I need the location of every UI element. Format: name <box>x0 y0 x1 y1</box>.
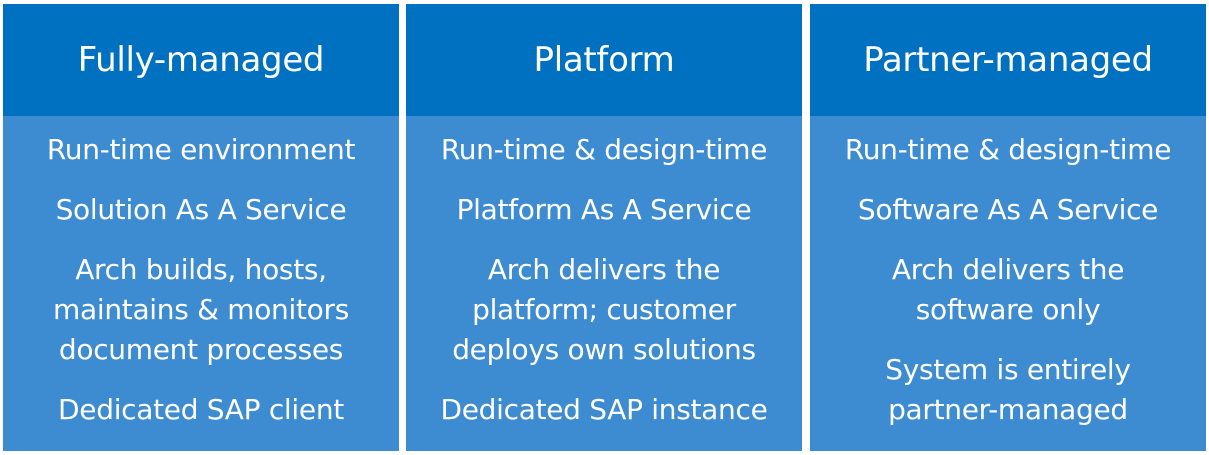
item-sap: Dedicated SAP client <box>58 390 344 430</box>
column-fully-managed: Fully-managed Run-time environment Solut… <box>3 4 399 451</box>
item-line: maintains & monitors <box>53 293 349 326</box>
column-title: Platform <box>406 4 802 116</box>
item-line: deploys own solutions <box>452 333 756 366</box>
column-title: Partner-managed <box>810 4 1206 116</box>
item-line: Run-time & design-time <box>440 133 768 166</box>
item-line: Dedicated SAP client <box>58 393 344 426</box>
item-line: Platform As A Service <box>456 193 752 226</box>
item-line: System is entirely <box>885 353 1131 386</box>
item-line: Arch delivers the <box>891 253 1125 286</box>
column-body: Run-time & design-time Software As A Ser… <box>810 116 1206 451</box>
item-line: Dedicated SAP instance <box>440 393 768 426</box>
item-management: System is entirely partner-managed <box>885 350 1131 430</box>
item-runtime: Run-time environment <box>46 130 356 170</box>
item-line: document processes <box>58 333 344 366</box>
column-body: Run-time environment Solution As A Servi… <box>3 116 399 451</box>
item-runtime: Run-time & design-time <box>844 130 1172 170</box>
item-line: Run-time environment <box>46 133 356 166</box>
item-responsibility: Arch delivers the software only <box>891 250 1125 330</box>
item-line: Software As A Service <box>857 193 1159 226</box>
column-partner-managed: Partner-managed Run-time & design-time S… <box>810 4 1206 451</box>
column-body: Run-time & design-time Platform As A Ser… <box>406 116 802 451</box>
item-line: Arch delivers the <box>487 253 721 286</box>
item-line: Solution As A Service <box>55 193 347 226</box>
column-platform: Platform Run-time & design-time Platform… <box>406 4 802 451</box>
item-line: platform; customer <box>472 293 736 326</box>
item-sap: Dedicated SAP instance <box>440 390 767 430</box>
item-responsibility: Arch delivers the platform; customer dep… <box>452 250 756 370</box>
item-line: partner-managed <box>888 393 1128 426</box>
item-line: software only <box>915 293 1101 326</box>
column-title: Fully-managed <box>3 4 399 116</box>
item-service-model: Software As A Service <box>857 190 1159 230</box>
item-line: Arch builds, hosts, <box>75 253 327 286</box>
item-responsibility: Arch builds, hosts, maintains & monitors… <box>53 250 349 370</box>
item-line: Run-time & design-time <box>844 133 1172 166</box>
item-service-model: Solution As A Service <box>56 190 347 230</box>
item-service-model: Platform As A Service <box>457 190 752 230</box>
item-runtime: Run-time & design-time <box>440 130 768 170</box>
